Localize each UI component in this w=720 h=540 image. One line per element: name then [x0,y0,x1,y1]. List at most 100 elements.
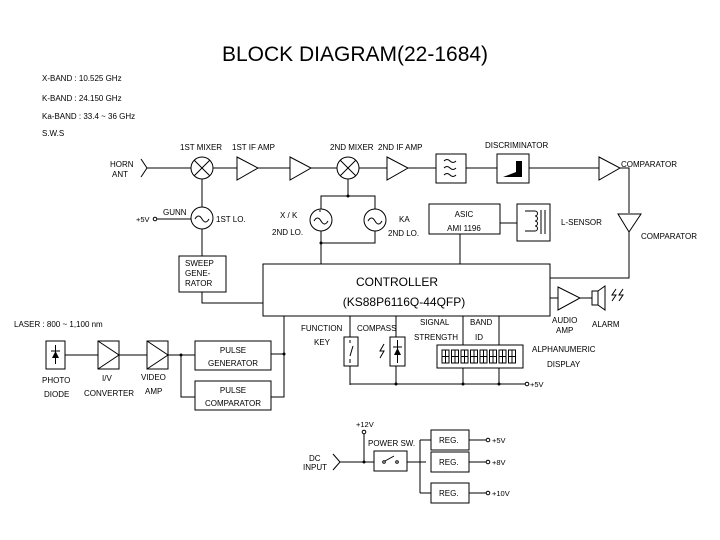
pulse-generator: PULSE GENERATOR [194,340,272,371]
power-switch: POWER SW. [368,439,415,472]
compass-sensor [389,336,406,367]
if-amp-2: 2ND IF AMP [378,143,422,181]
oscillator-icon [363,208,387,232]
amplifier-icon [386,156,410,181]
regulator: REG. +5V [430,429,506,451]
svg-text:COMPARATOR: COMPARATOR [205,399,261,408]
switch-icon [373,450,408,472]
regulator-output: +8V [492,458,506,467]
comparator-2-label: COMPARATOR [641,232,697,241]
if-amp-1-label: 1ST IF AMP [232,143,275,152]
dc-input: DC INPUT [303,453,341,472]
if-amp-1: 1ST IF AMP [232,143,275,181]
laser-label: LASER : 800 ~ 1,100 nm [14,320,103,329]
regulator-output: +10V [492,489,510,498]
discriminator-label: DISCRIMINATOR [485,141,548,150]
horn-antenna-icon [140,158,148,178]
mixer-1: 1ST MIXER [180,143,222,180]
svg-text:AMP: AMP [145,387,162,396]
amplifier-icon [289,156,313,181]
svg-text:SWEEP: SWEEP [185,259,214,268]
svg-text:I/V: I/V [102,374,112,383]
pulse-comparator: PULSE COMPARATOR [194,380,272,411]
comparator-1: COMPARATOR [598,156,677,181]
svg-text:X / K: X / K [280,211,298,220]
alarm: ALARM [591,285,624,329]
regulator-output: +5V [492,436,506,445]
ka-2nd-lo: KA 2ND LO. [363,208,419,238]
regulator-label: REG. [439,489,459,498]
lo1-label: 1ST LO. [216,215,246,224]
gunn-supply-label: +5V [136,215,150,224]
function-key [343,336,359,367]
diagram-title: BLOCK DIAGRAM(22-1684) [222,43,488,66]
light-icon [379,343,385,359]
xk-2nd-lo: X / K 2ND LO. [272,208,333,237]
amplifier-icon [146,340,169,370]
sweep-generator: SWEEP GENE- RATOR [178,255,227,293]
discriminator: DISCRIMINATOR [485,141,548,184]
svg-text:ANT: ANT [112,170,128,179]
asic: ASIC AMI 1196 [428,203,501,235]
comparator-1-label: COMPARATOR [621,160,677,169]
svg-text:CONVERTER: CONVERTER [84,389,134,398]
svg-text:AUDIO: AUDIO [552,316,577,325]
discriminator-icon [496,153,530,184]
svg-text:AMP: AMP [556,326,573,335]
svg-text:DISPLAY: DISPLAY [547,360,581,369]
band-x: X-BAND : 10.525 GHz [42,74,122,83]
svg-text:VIDEO: VIDEO [141,373,166,382]
svg-text:PHOTO: PHOTO [42,376,70,385]
power-switch-label: POWER SW. [368,439,415,448]
regulator: REG. +10V [430,482,510,504]
alphanumeric-display: ALPHANUMERIC DISPLAY [436,344,596,369]
signal-strength-label: SIGNAL [420,318,450,327]
svg-text:2ND LO.: 2ND LO. [272,228,303,237]
svg-text:DIODE: DIODE [44,390,69,399]
amplifier-icon [236,156,260,181]
band-ka: Ka-BAND : 33.4 ~ 36 GHz [42,112,135,121]
horn-antenna: HORN ANT [110,158,148,179]
svg-text:HORN: HORN [110,160,134,169]
audio-amp: AUDIO AMP [552,286,582,335]
if-amp-2-label: 2ND IF AMP [378,143,422,152]
svg-text:KA: KA [399,215,410,224]
compass-label: COMPASS [357,324,396,333]
display-supply-label: +5V [530,380,544,389]
regulator-label: REG. [439,436,459,445]
svg-text:PULSE: PULSE [220,346,246,355]
svg-text:INPUT: INPUT [303,463,327,472]
svg-text:DC: DC [309,454,321,463]
svg-text:ASIC: ASIC [455,210,474,219]
svg-text:PULSE: PULSE [220,386,246,395]
mixer-2: 2ND MIXER [330,143,374,180]
controller-name: CONTROLLER [356,275,438,289]
band-id-label: BAND [470,318,492,327]
svg-text:STRENGTH: STRENGTH [414,333,458,342]
gunn-label: GUNN [163,208,187,217]
gunn-oscillator: +5V GUNN 1ST LO. [136,206,246,230]
speaker-icon [591,290,599,306]
comparator-icon [617,213,642,233]
video-amp: VIDEO AMP [141,340,169,396]
svg-text:ALARM: ALARM [592,320,620,329]
amplifier-icon [97,340,120,370]
regulator-label: REG. [439,458,459,467]
function-key-label: FUNCTION [301,324,343,333]
bandpass-filter [435,153,467,184]
mixer-2-label: 2ND MIXER [330,143,374,152]
oscillator-icon [190,206,214,230]
v12-label: +12V [356,420,374,429]
comparator-2: COMPARATOR [617,213,697,241]
iv-converter: I/V CONVERTER [84,340,134,398]
band-sws: S.W.S [42,129,64,138]
l-sensor: L-SENSOR [516,203,602,242]
svg-text:KEY: KEY [314,338,331,347]
regulator: REG. +8V [430,451,506,473]
amplifier-icon [557,286,582,311]
svg-text:AMI 1196: AMI 1196 [447,224,481,233]
svg-text:ID: ID [475,333,483,342]
comparator-icon [598,156,622,181]
svg-text:GENE-: GENE- [185,269,211,278]
photo-diode: PHOTO DIODE [42,340,70,399]
